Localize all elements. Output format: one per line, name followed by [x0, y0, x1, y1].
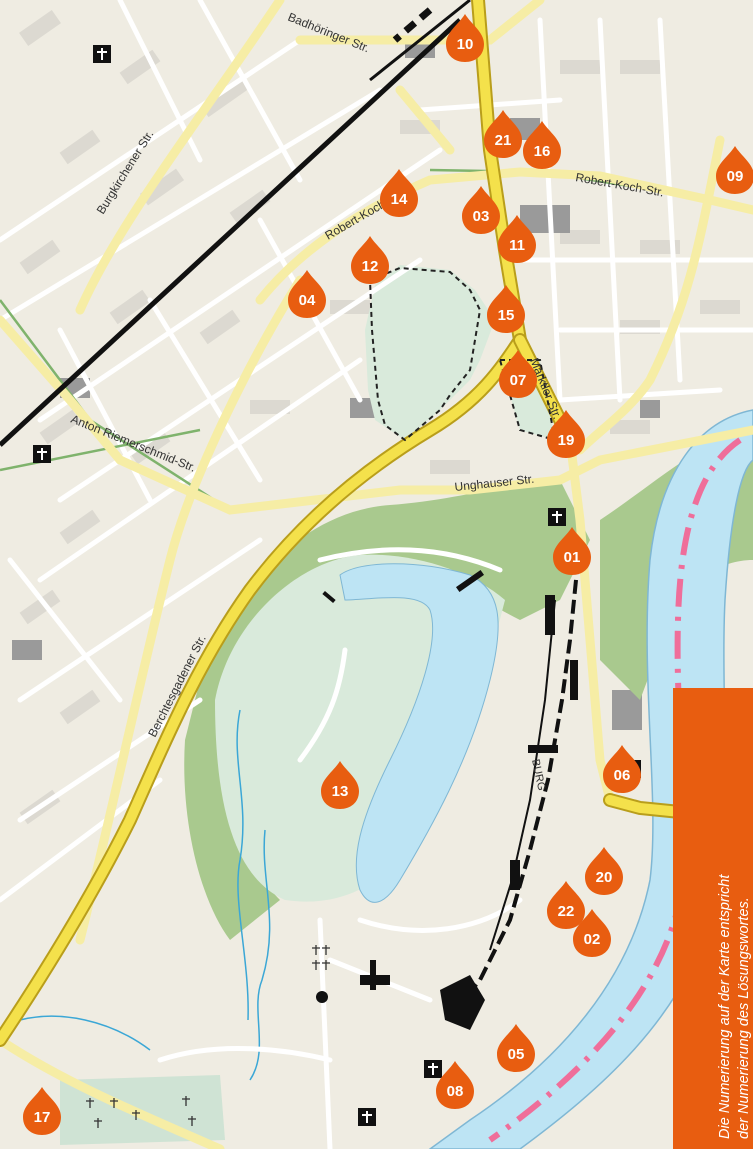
- marker-number: 21: [495, 132, 512, 149]
- church-icon: [424, 1060, 442, 1078]
- legend-line-1: Die Numerierung auf der Karte entspricht: [717, 874, 733, 1139]
- church-icon: [93, 45, 111, 63]
- marker-shape: [487, 285, 525, 333]
- castle-buildings: [316, 569, 578, 1030]
- legend-text: Die Numerierung auf der Karte entspricht…: [716, 679, 753, 1139]
- park-north: [365, 265, 495, 440]
- main-roads: [0, 0, 687, 1047]
- marker-10[interactable]: 10: [446, 14, 484, 62]
- marker-number: 16: [534, 143, 551, 160]
- marker-number: 10: [457, 36, 474, 53]
- marker-number: 14: [391, 191, 408, 208]
- marker-17[interactable]: 17: [23, 1087, 61, 1135]
- marker-05[interactable]: 05: [497, 1024, 535, 1072]
- marker-number: 05: [508, 1046, 525, 1063]
- marker-shape: [436, 1061, 474, 1109]
- marker-number: 22: [558, 903, 575, 920]
- marker-13[interactable]: 13: [321, 761, 359, 809]
- marker-12[interactable]: 12: [351, 236, 389, 284]
- marker-number: 08: [447, 1083, 464, 1100]
- marker-09[interactable]: 09: [716, 146, 753, 194]
- marker-shape: [716, 146, 753, 194]
- marker-03[interactable]: 03: [462, 186, 500, 234]
- church-icon: [358, 1108, 376, 1126]
- marker-layer: 10 21 16 09 14 03 11 12 04 15 07 19 01 13 06 20 22 02 05 08…: [23, 14, 753, 1135]
- marker-number: 04: [299, 292, 316, 309]
- marker-number: 13: [332, 783, 349, 800]
- stream: [236, 709, 249, 1021]
- marker-number: 06: [614, 767, 631, 784]
- marker-06[interactable]: 06: [603, 745, 641, 793]
- marker-14[interactable]: 14: [380, 169, 418, 217]
- marker-shape: [446, 14, 484, 62]
- legend-line-2: der Numerierung des Lösungswortes.: [736, 897, 752, 1139]
- marker-shape: [321, 761, 359, 809]
- marker-number: 11: [509, 237, 525, 254]
- marker-shape: [547, 881, 585, 929]
- marker-number: 17: [34, 1109, 51, 1126]
- marker-shape: [351, 236, 389, 284]
- marker-number: 20: [596, 869, 613, 886]
- park-boundary: [368, 266, 482, 442]
- marker-shape: [499, 350, 537, 398]
- marker-shape: [585, 847, 623, 895]
- marker-shape: [523, 121, 561, 169]
- lake: [339, 563, 499, 903]
- marker-number: 09: [727, 168, 744, 185]
- legend-panel: [673, 688, 753, 1149]
- marker-20[interactable]: 20: [585, 847, 623, 895]
- marker-number: 15: [498, 307, 515, 324]
- railway: [0, 0, 471, 447]
- marker-number: 12: [362, 258, 379, 275]
- marker-number: 07: [510, 372, 527, 389]
- church-icon: [548, 508, 566, 526]
- river: [428, 409, 753, 1149]
- marker-shape: [553, 527, 591, 575]
- church-icon: [33, 445, 51, 463]
- marker-shape: [603, 745, 641, 793]
- marker-shape: [497, 1024, 535, 1072]
- marker-shape: [288, 270, 326, 318]
- marker-16[interactable]: 16: [523, 121, 561, 169]
- stream: [19, 1015, 151, 1051]
- marker-shape: [380, 169, 418, 217]
- marker-shape: [498, 215, 536, 263]
- marker-shape: [462, 186, 500, 234]
- marker-shape: [573, 909, 611, 957]
- cemetery-cross-icons: [86, 945, 330, 1128]
- marker-08[interactable]: 08: [436, 1061, 474, 1109]
- marker-number: 02: [584, 931, 601, 948]
- marker-02[interactable]: 02: [573, 909, 611, 957]
- marker-number: 01: [564, 549, 581, 566]
- marker-01[interactable]: 01: [553, 527, 591, 575]
- marker-15[interactable]: 15: [487, 285, 525, 333]
- marker-19[interactable]: 19: [547, 410, 585, 458]
- marker-11[interactable]: 11: [498, 215, 536, 263]
- marker-number: 19: [558, 432, 575, 449]
- marker-shape: [484, 110, 522, 158]
- marker-shape: [547, 410, 585, 458]
- marker-21[interactable]: 21: [484, 110, 522, 158]
- marker-shape: [23, 1087, 61, 1135]
- marker-number: 03: [473, 208, 490, 225]
- marker-04[interactable]: 04: [288, 270, 326, 318]
- marker-07[interactable]: 07: [499, 350, 537, 398]
- castle-walls: [453, 559, 580, 1012]
- marker-22[interactable]: 22: [547, 881, 585, 929]
